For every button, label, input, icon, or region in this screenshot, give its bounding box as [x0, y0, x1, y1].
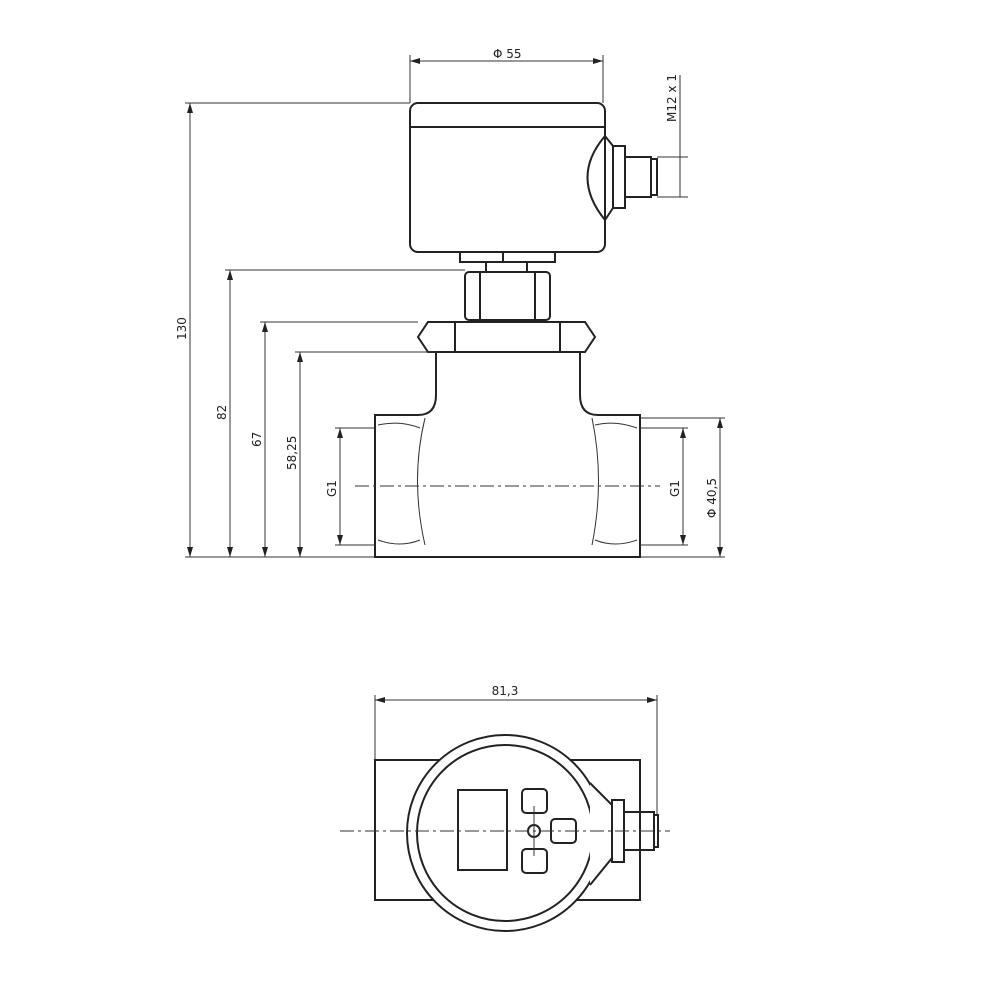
display	[457, 789, 508, 871]
label-total-width: 81,3	[492, 684, 519, 698]
connector-body	[624, 156, 652, 198]
hex-nut	[464, 271, 551, 321]
top-view	[340, 695, 670, 932]
label-total-height: 130	[175, 317, 189, 340]
label-thread-right: G1	[668, 480, 682, 497]
label-thread-left: G1	[325, 480, 339, 497]
connector-nut	[612, 145, 626, 209]
label-housing-diameter: Φ 55	[493, 47, 522, 61]
label-height-hex: 82	[215, 405, 229, 420]
lock-nut	[416, 321, 597, 353]
housing	[409, 102, 606, 253]
label-pipe-diameter: Φ 40,5	[705, 478, 719, 518]
pipe-body	[374, 352, 641, 558]
label-height-nut: 67	[250, 432, 264, 447]
label-height-body: 58,25	[285, 436, 299, 470]
label-connector-thread: M12 x 1	[665, 74, 679, 122]
housing-outer	[406, 734, 604, 932]
connector-boss	[586, 135, 606, 221]
dimension-lines	[185, 55, 725, 558]
side-view	[355, 102, 660, 558]
